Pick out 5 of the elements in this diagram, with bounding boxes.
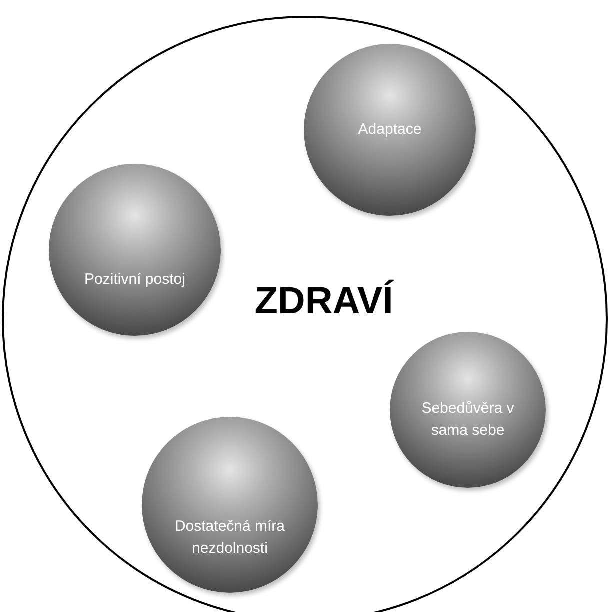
sphere-label: Dostatečná míra nezdolnosti xyxy=(174,516,286,558)
sphere-label: Sebedůvěra v sama sebe xyxy=(420,399,516,441)
sphere-label: Adaptace xyxy=(358,120,422,140)
central-heading: ZDRAVÍ xyxy=(254,280,394,324)
sphere-label: Pozitivní postoj xyxy=(84,270,186,290)
